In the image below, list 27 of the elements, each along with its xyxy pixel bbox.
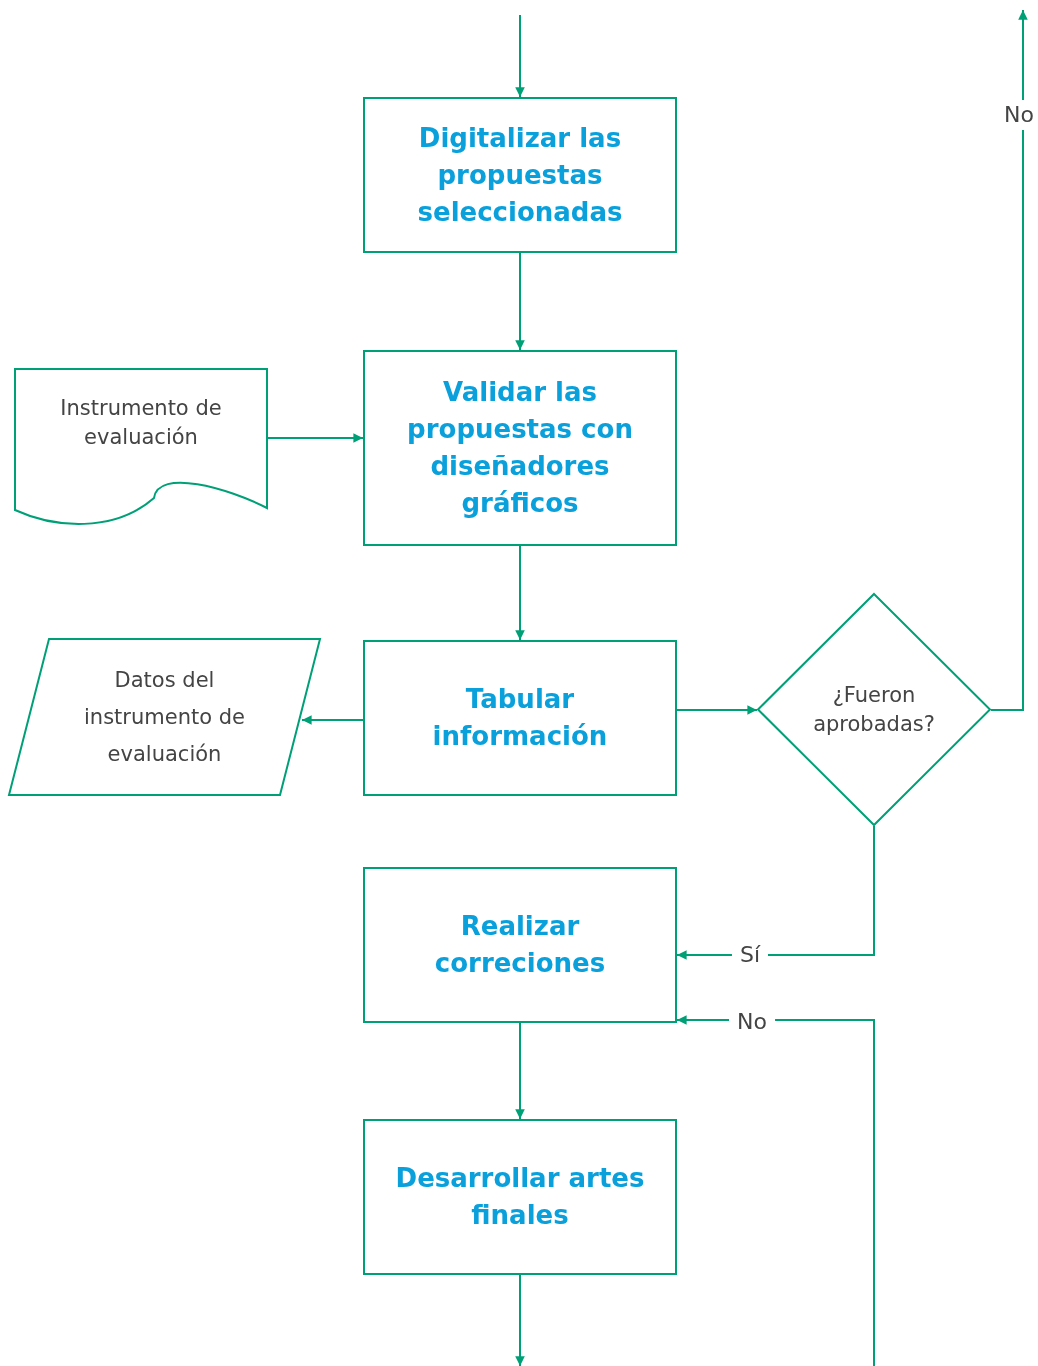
node-text: Desarrollar artes finales (394, 1162, 646, 1232)
arrow (267, 433, 364, 443)
arrow (676, 825, 875, 960)
data-parallelogram (8, 638, 321, 796)
arrow (676, 1015, 875, 1366)
process-box (363, 97, 677, 253)
document-shape (14, 368, 268, 528)
node-text: Tabular información (431, 683, 609, 753)
arrow (515, 14, 525, 98)
arrow (515, 252, 525, 351)
node-text: Datos del instrumento de evaluación (83, 666, 246, 768)
arrow (990, 9, 1028, 711)
node-text: Digitalizar las propuestas seleccionadas (416, 121, 624, 229)
arrow (515, 1022, 525, 1120)
process-box (363, 350, 677, 546)
node-text: Realizar correciones (433, 910, 607, 980)
process-box (363, 867, 677, 1023)
decision-diamond (757, 593, 991, 826)
node-text: Instrumento de evaluación (59, 395, 223, 451)
node-text: ¿Fueron aprobadas? (812, 681, 936, 738)
arrow (301, 715, 364, 725)
arrow (515, 1274, 525, 1366)
process-box (363, 640, 677, 796)
process-box (363, 1119, 677, 1275)
node-text: Validar las propuestas con diseñadores gráficos (406, 376, 634, 520)
arrow (676, 705, 758, 715)
arrow (515, 545, 525, 641)
